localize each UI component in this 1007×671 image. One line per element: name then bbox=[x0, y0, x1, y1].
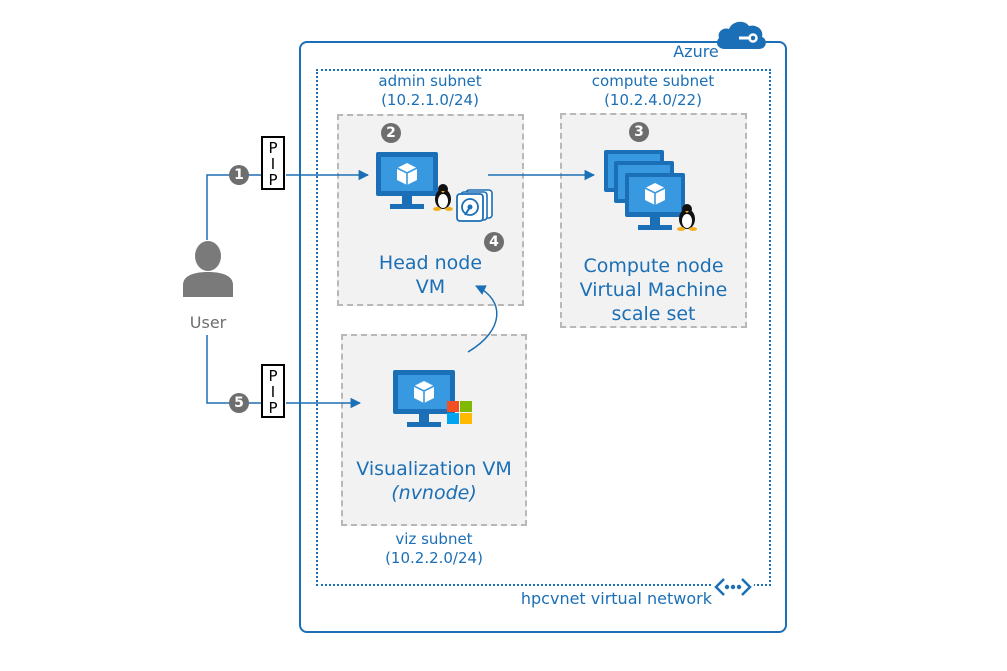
vm-monitor-icon bbox=[376, 152, 438, 212]
head-node-line1: Head node bbox=[378, 252, 483, 274]
viz-vm-line1: Visualization VM bbox=[356, 458, 512, 480]
compute-subnet-name: compute subnet bbox=[591, 72, 715, 90]
step-badge-4: 4 bbox=[484, 232, 504, 252]
vnet-icon bbox=[712, 574, 754, 600]
pip-letter: P bbox=[268, 367, 278, 385]
vnet-label: hpcvnet virtual network bbox=[520, 589, 712, 608]
compute-node-line2: Virtual Machine bbox=[579, 279, 728, 301]
cloud-icon bbox=[713, 16, 769, 52]
head-node-line2: VM bbox=[415, 276, 446, 298]
disk-icon bbox=[456, 188, 494, 222]
viz-vm-line2: (nvnode) bbox=[391, 482, 477, 504]
linux-icon bbox=[432, 183, 454, 211]
viz-subnet-box bbox=[341, 334, 527, 526]
pip-letter: P bbox=[268, 171, 278, 189]
step-badge-3: 3 bbox=[629, 122, 649, 142]
azure-boundary bbox=[299, 41, 787, 633]
step-badge-2: 2 bbox=[381, 123, 401, 143]
windows-icon bbox=[447, 401, 473, 425]
public-ip-1: P I P bbox=[261, 136, 285, 190]
admin-subnet-box bbox=[337, 114, 524, 306]
linux-icon bbox=[676, 203, 698, 231]
step-badge-1: 1 bbox=[229, 165, 249, 185]
vnet-boundary bbox=[316, 69, 771, 586]
compute-node-line3: scale set bbox=[611, 303, 696, 325]
step-badge-5: 5 bbox=[229, 393, 249, 413]
user-icon bbox=[181, 241, 235, 297]
compute-subnet-cidr: (10.2.4.0/22) bbox=[604, 91, 702, 109]
pip-letter: P bbox=[268, 399, 278, 417]
azure-label: Azure bbox=[673, 42, 719, 61]
pip-letter: P bbox=[268, 139, 278, 157]
compute-subnet-box bbox=[560, 113, 747, 328]
scale-set-icon bbox=[600, 150, 700, 234]
viz-subnet-name: viz subnet bbox=[395, 530, 473, 548]
viz-subnet-cidr: (10.2.2.0/24) bbox=[385, 549, 483, 567]
public-ip-2: P I P bbox=[261, 364, 285, 418]
pip-letter: I bbox=[270, 383, 276, 401]
user-label: User bbox=[189, 313, 227, 332]
vm-monitor-icon bbox=[393, 370, 455, 430]
pip-letter: I bbox=[270, 155, 276, 173]
admin-subnet-name: admin subnet bbox=[378, 72, 482, 90]
compute-node-line1: Compute node bbox=[583, 255, 724, 277]
admin-subnet-cidr: (10.2.1.0/24) bbox=[381, 91, 479, 109]
